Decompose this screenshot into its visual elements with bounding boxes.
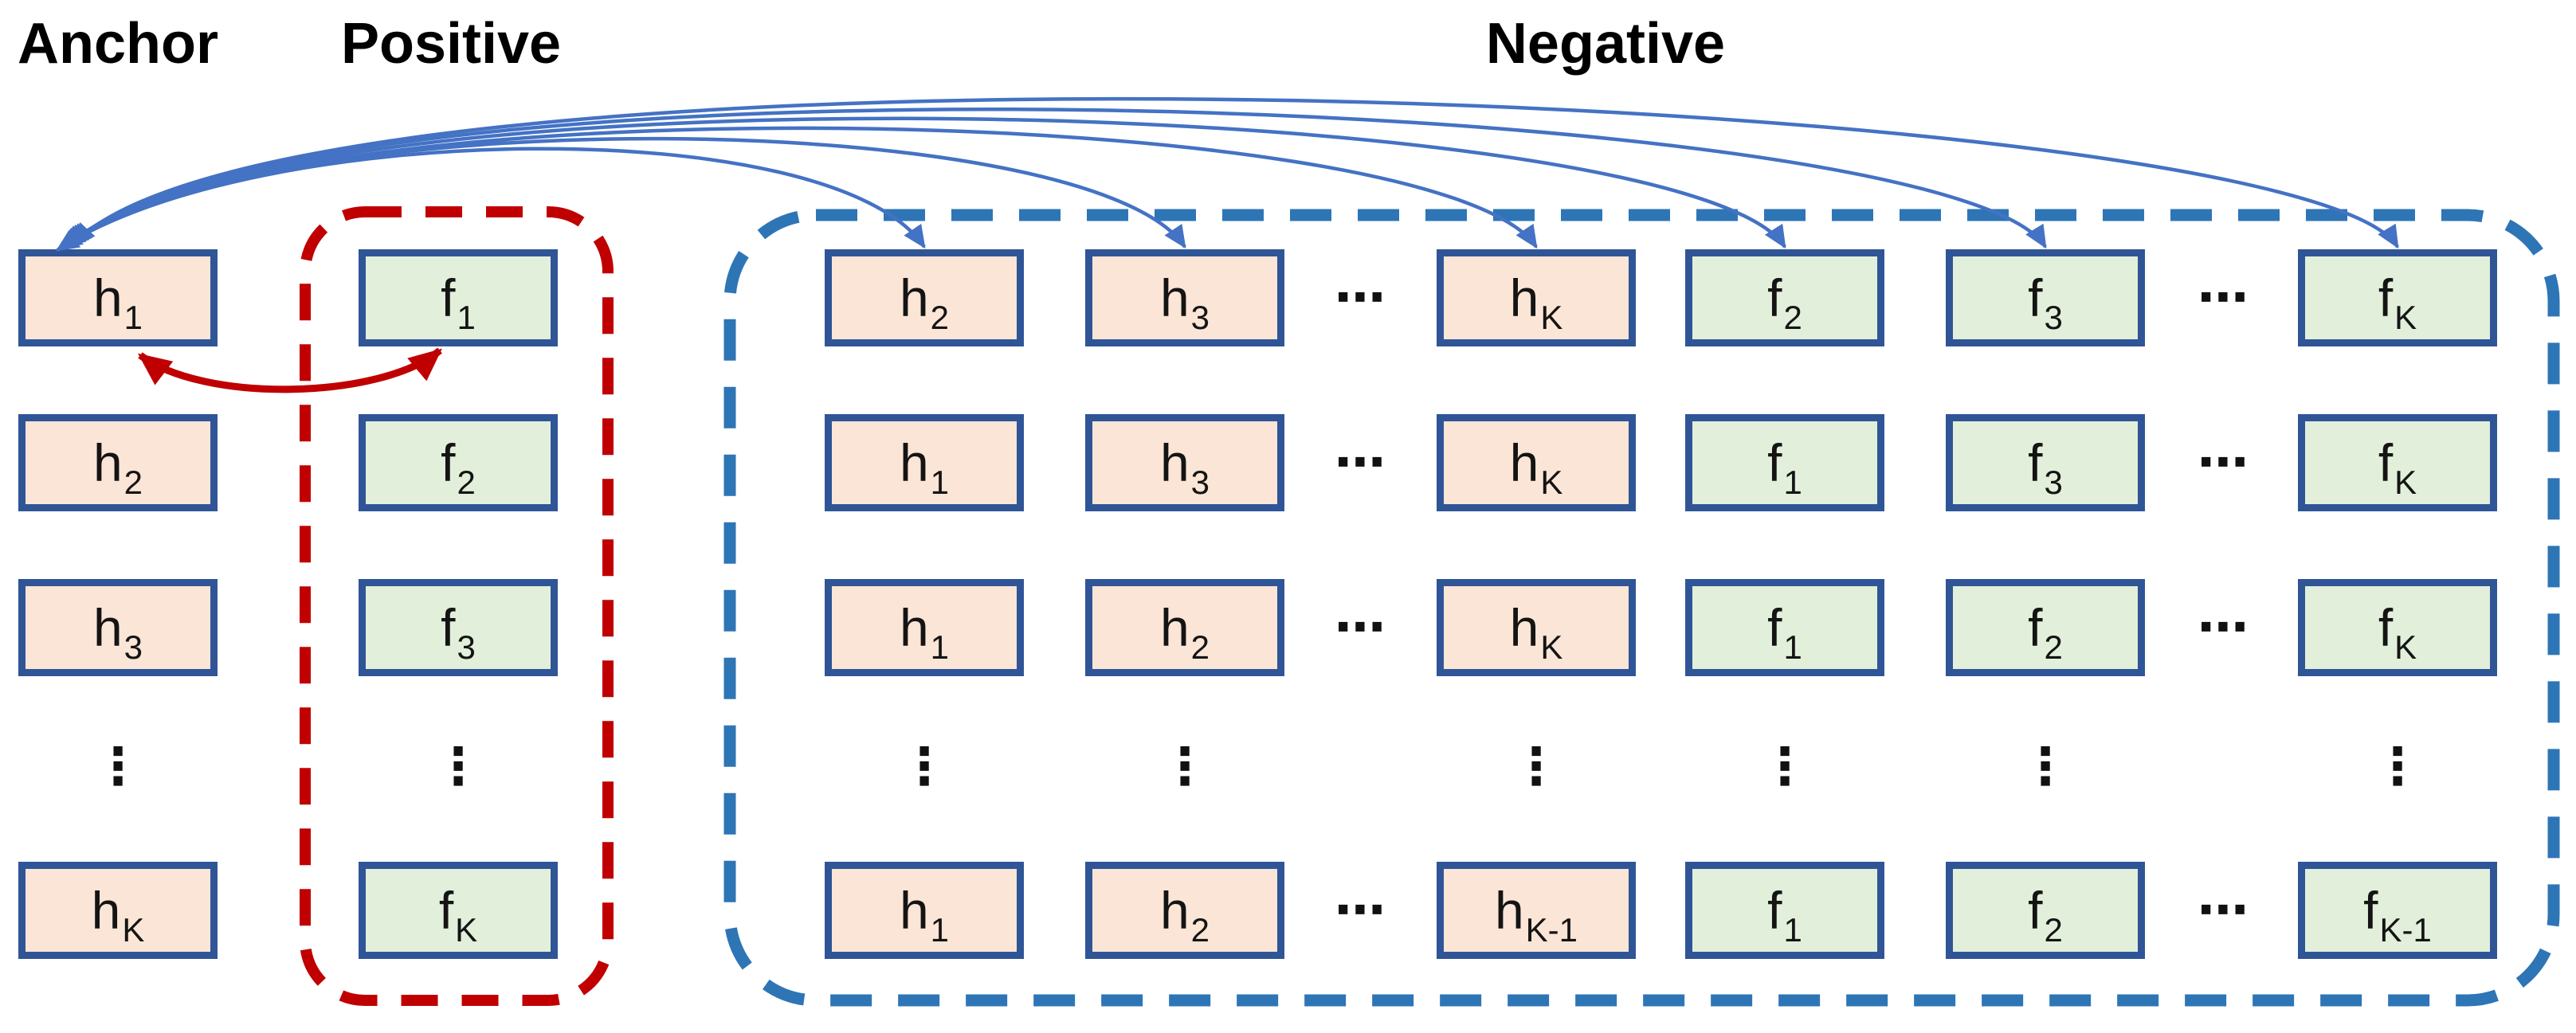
vertical-ellipsis: ⋮	[1159, 738, 1210, 796]
vertical-ellipsis: ⋮	[2020, 738, 2071, 796]
horizontal-ellipsis: ⋯	[2198, 598, 2249, 657]
anchor-negative-arrow-2	[58, 136, 1186, 250]
horizontal-ellipsis: ⋯	[2198, 268, 2249, 327]
positive-heading: Positive	[340, 12, 562, 76]
horizontal-ellipsis: ⋯	[1335, 433, 1386, 492]
vertical-ellipsis: ⋮	[1759, 738, 1810, 796]
anchor-positive-arrow	[138, 347, 442, 393]
horizontal-ellipsis: ⋯	[2198, 881, 2249, 940]
horizontal-ellipsis: ⋯	[1335, 598, 1386, 657]
negative-heading: Negative	[1485, 12, 1726, 76]
vertical-ellipsis: ⋮	[899, 738, 950, 796]
anchor-negative-arrow-6	[72, 96, 2399, 249]
vertical-ellipsis: ⋮	[2372, 738, 2423, 796]
vertical-ellipsis: ⋮	[92, 738, 143, 796]
horizontal-ellipsis: ⋯	[1335, 268, 1386, 327]
anchor-negative-arrow-3	[61, 126, 1538, 249]
anchor-negative-arrow-5	[69, 107, 2047, 249]
horizontal-ellipsis: ⋯	[2198, 433, 2249, 492]
anchor-heading: Anchor	[18, 12, 218, 76]
horizontal-ellipsis: ⋯	[1335, 881, 1386, 940]
anchor-negative-arrow-1	[55, 147, 926, 252]
anchor-negative-arrow-4	[65, 116, 1786, 249]
vertical-ellipsis: ⋮	[1511, 738, 1562, 796]
vertical-ellipsis: ⋮	[433, 738, 484, 796]
